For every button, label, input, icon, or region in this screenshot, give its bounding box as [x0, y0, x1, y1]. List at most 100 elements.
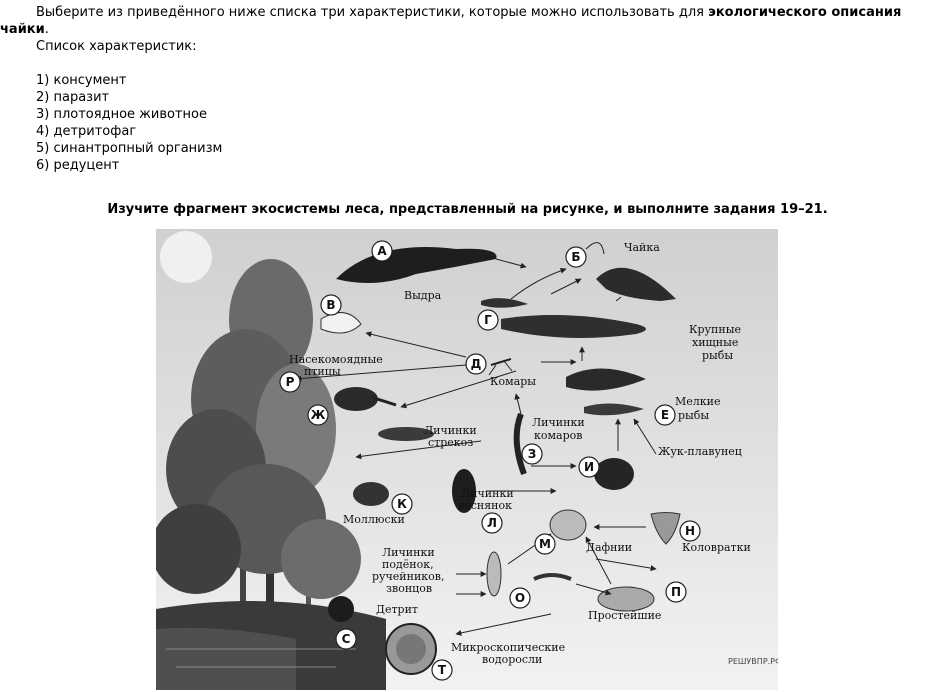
svg-text:З: З: [528, 447, 537, 461]
svg-text:Е: Е: [661, 408, 669, 422]
label-beetle: Жук-плавунец: [658, 445, 742, 458]
svg-text:Н: Н: [685, 524, 695, 538]
list-item: 5) синантропный организм: [36, 141, 223, 156]
label-stonefly-1: Личинки: [461, 487, 514, 500]
label-otter: Выдра: [404, 289, 442, 302]
mosquito-larva-figure: [513, 412, 527, 476]
label-stonefly-2: веснянок: [458, 499, 512, 512]
minnow-figure: [584, 403, 644, 416]
label-algae-2: водоросли: [482, 653, 542, 666]
svg-text:Л: Л: [487, 516, 497, 530]
svg-text:Д: Д: [471, 357, 482, 371]
marker-a: А: [371, 240, 393, 262]
task-intro-text: Выберите из приведённого ниже списка три…: [36, 5, 709, 20]
label-mayfly-3: ручейников,: [372, 570, 444, 583]
label-mosquitos: Комары: [490, 375, 536, 388]
task-intro-end: .: [44, 22, 49, 37]
label-dragonfly-1: Личинки: [424, 424, 477, 437]
perch-figure: [566, 368, 646, 391]
svg-text:О: О: [515, 591, 525, 605]
marker-o: О: [509, 587, 531, 609]
svg-text:Ж: Ж: [311, 408, 326, 422]
small-fish-figure: [481, 298, 528, 308]
label-daphnia: Дафнии: [586, 541, 632, 554]
svg-text:И: И: [584, 460, 594, 474]
ecosystem-diagram: Выдра Чайка Крупные хищные рыбы Насекомо…: [156, 229, 778, 690]
marker-v: В: [320, 294, 342, 316]
marker-d: Д: [465, 353, 487, 375]
marker-n: Н: [679, 520, 701, 542]
list-item: 6) редуцент: [36, 158, 120, 173]
protozoa-figure: [597, 586, 655, 612]
snail-figure: [353, 482, 389, 506]
label-insectivorous-birds-1: Насекомоядные: [289, 353, 383, 366]
list-item: 1) консумент: [36, 73, 127, 88]
beetle-figure: [594, 458, 634, 490]
marker-p: П: [665, 581, 687, 603]
section-heading: Изучите фрагмент экосистемы леса, предст…: [107, 202, 828, 217]
marker-z: З: [521, 443, 543, 465]
marker-zh: Ж: [307, 404, 329, 426]
svg-text:Г: Г: [484, 313, 492, 327]
gull-figure: [585, 242, 676, 302]
label-detritus: Детрит: [376, 603, 418, 616]
marker-i: И: [578, 456, 600, 478]
label-small-fish-2: рыбы: [678, 409, 709, 422]
label-algae-1: Микроскопические: [451, 641, 565, 654]
dragonfly-larva-figure: [378, 427, 434, 441]
marker-k: К: [391, 493, 413, 515]
marker-b: Б: [565, 246, 587, 268]
label-insectivorous-birds-2: птицы: [304, 365, 341, 378]
label-dragonfly-2: стрекоз: [428, 436, 473, 449]
list-item: 4) детритофаг: [36, 124, 137, 139]
label-mayfly-2: подёнок,: [382, 558, 434, 571]
rotifer-figure: [650, 512, 681, 545]
stonefly-larva-figure: [452, 469, 476, 513]
label-mayfly-1: Личинки: [382, 546, 435, 559]
label-big-fish-1: Крупные: [689, 323, 741, 336]
marker-t: Т: [431, 659, 453, 681]
svg-text:М: М: [539, 537, 551, 551]
svg-text:К: К: [397, 497, 407, 511]
marker-r: Р: [279, 371, 301, 393]
label-big-fish-2: хищные: [692, 336, 738, 349]
svg-text:Р: Р: [286, 375, 295, 389]
task-intro-bold: экологического описания: [708, 5, 902, 20]
watermark: РЕШУВПР.РФ: [728, 657, 778, 666]
shrimp-figure: [533, 573, 572, 581]
label-gull: Чайка: [624, 241, 660, 254]
list-title: Список характеристик:: [36, 39, 197, 54]
label-big-fish-3: рыбы: [702, 349, 733, 362]
label-small-fish-1: Мелкие: [675, 395, 720, 408]
label-mosquito-larvae-2: комаров: [534, 429, 582, 442]
task-intro-line: Выберите из приведённого ниже списка три…: [36, 4, 901, 21]
tree-illustration: [156, 259, 361, 649]
marker-e: Е: [654, 404, 676, 426]
list-item: 2) паразит: [36, 90, 110, 105]
svg-text:А: А: [377, 244, 387, 258]
algae-figure: [385, 623, 437, 675]
svg-text:Б: Б: [571, 250, 580, 264]
task-intro-bold-2: чайки: [0, 22, 45, 37]
svg-text:Т: Т: [438, 663, 447, 677]
daphnia-figure: [549, 509, 587, 541]
task-intro-line-2: чайки.: [0, 21, 49, 38]
titmouse-figure: [334, 387, 397, 411]
ecosystem-figure: Выдра Чайка Крупные хищные рыбы Насекомо…: [156, 229, 778, 690]
label-mosquito-larvae-1: Личинки: [532, 416, 585, 429]
marker-s: С: [335, 628, 357, 650]
mosquito-figure: [488, 358, 513, 376]
svg-text:С: С: [342, 632, 351, 646]
label-molluscs: Моллюски: [343, 513, 405, 526]
marker-m: М: [534, 533, 556, 555]
sea-urchin-figure: [328, 596, 354, 622]
pike-figure: [501, 315, 646, 338]
label-mayfly-4: звонцов: [386, 582, 432, 595]
mayfly-larva-figure: [486, 551, 502, 597]
list-item: 3) плотоядное животное: [36, 107, 207, 122]
svg-text:П: П: [671, 585, 681, 599]
marker-l: Л: [481, 512, 503, 534]
label-protozoa: Простейшие: [588, 609, 661, 622]
label-rotifers: Коловратки: [682, 541, 751, 554]
marker-g: Г: [477, 309, 499, 331]
